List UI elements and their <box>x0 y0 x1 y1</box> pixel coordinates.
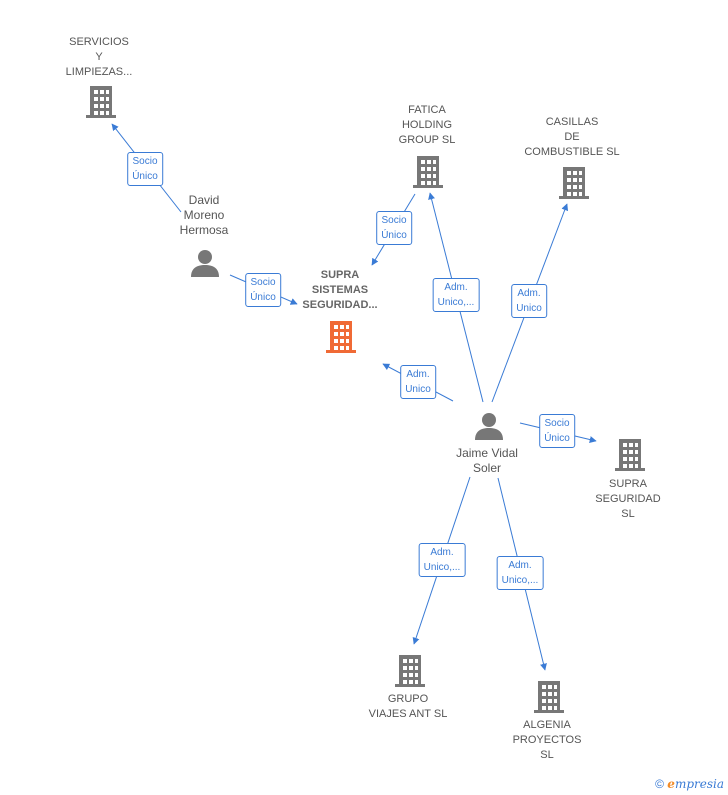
node-label-fatica[interactable]: FATICA HOLDING GROUP SL <box>398 104 456 146</box>
building-icon[interactable] <box>86 86 116 118</box>
copyright-icon: © <box>655 777 664 791</box>
building-icon[interactable] <box>559 167 589 199</box>
edge-label-david-servicios: Socio Único <box>127 152 163 186</box>
building-icon[interactable] <box>534 681 564 713</box>
edge-label-jaime-grupo: Adm. Unico,... <box>418 543 466 577</box>
edge-label-jaime-fatica: Adm. Unico,... <box>432 278 480 312</box>
person-icon[interactable] <box>475 413 503 440</box>
node-label-david[interactable]: David Moreno Hermosa <box>179 193 229 237</box>
node-label-supra-sistemas[interactable]: SUPRA SISTEMAS SEGURIDAD... <box>302 269 378 311</box>
node-label-grupo[interactable]: GRUPO VIAJES ANT SL <box>368 693 448 720</box>
edge-label-jaime-supra-seg: Socio Único <box>539 414 575 448</box>
main-building-icon[interactable] <box>326 321 356 353</box>
edge-label-jaime-algenia: Adm. Unico,... <box>496 556 544 590</box>
edge-label-fatica-supra: Socio Único <box>376 211 412 245</box>
node-label-supra-seguridad[interactable]: SUPRA SEGURIDAD SL <box>595 478 661 520</box>
node-label-servicios[interactable]: SERVICIOS Y LIMPIEZAS... <box>65 36 133 78</box>
node-label-casillas[interactable]: CASILLAS DE COMBUSTIBLE SL <box>524 116 620 158</box>
person-icon[interactable] <box>191 250 219 277</box>
building-icon[interactable] <box>413 156 443 188</box>
building-icon[interactable] <box>615 439 645 471</box>
edge-label-jaime-supra: Adm. Unico <box>400 365 436 399</box>
node-label-algenia[interactable]: ALGENIA PROYECTOS SL <box>512 719 582 761</box>
copyright-footer: © empresia <box>655 777 724 791</box>
building-icon[interactable] <box>395 655 425 687</box>
node-label-jaime[interactable]: Jaime Vidal Soler <box>456 446 518 475</box>
edge-label-david-supra: Socio Único <box>245 273 281 307</box>
brand-logo[interactable]: empresia <box>667 777 724 791</box>
edge-label-jaime-casillas: Adm. Unico <box>511 284 547 318</box>
